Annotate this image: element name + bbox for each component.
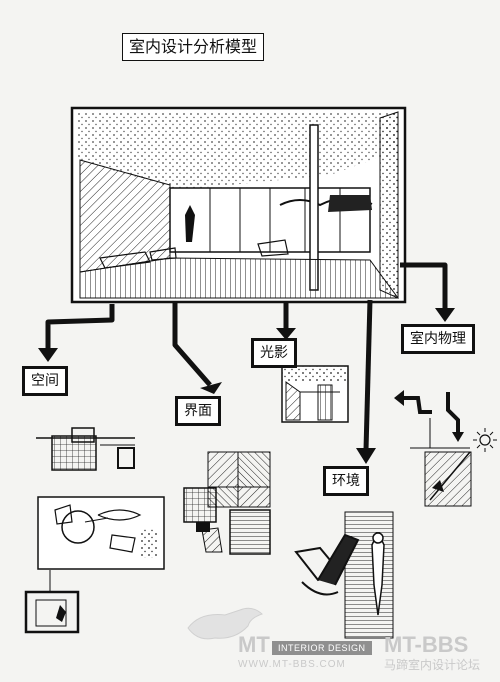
label-indoor-physics-text: 室内物理	[410, 331, 466, 347]
watermark-forum-name: 马蹄室内设计论坛	[384, 656, 480, 673]
light-shadow-sketch	[281, 365, 349, 423]
watermark-badge: INTERIOR DESIGN	[272, 641, 372, 655]
label-light-shadow-text: 光影	[260, 345, 288, 361]
watermark-url-text: WWW.MT-BBS.COM	[238, 659, 346, 670]
label-environment-text: 环境	[332, 473, 360, 489]
page-title: 室内设计分析模型	[122, 33, 265, 61]
space-plan-sketch	[24, 427, 165, 634]
watermark-forum-name-text: 马蹄室内设计论坛	[384, 658, 481, 672]
label-interface-text: 界面	[184, 403, 212, 419]
interface-surface-sketch	[183, 451, 271, 555]
label-interface: 界面	[175, 396, 221, 426]
label-environment: 环境	[323, 466, 369, 496]
environment-sketch	[294, 511, 394, 639]
page-title-text: 室内设计分析模型	[129, 37, 258, 56]
label-space-text: 空间	[31, 373, 59, 389]
watermark-horse-logo	[187, 607, 263, 640]
watermark-badge-text: INTERIOR DESIGN	[278, 643, 366, 653]
label-indoor-physics: 室内物理	[401, 324, 475, 354]
label-space: 空间	[22, 366, 68, 396]
flow-arrows	[45, 262, 448, 451]
arrow-heads	[38, 308, 455, 464]
label-light-shadow: 光影	[251, 338, 297, 368]
watermark-brand-right: MT-BBS	[384, 632, 468, 658]
main-perspective-sketch	[70, 106, 407, 304]
watermark-brand-left-text: MT	[238, 632, 270, 657]
watermark-brand-right-text: MT-BBS	[384, 632, 469, 657]
watermark-url: WWW.MT-BBS.COM	[238, 659, 346, 670]
physical-environment-sketch	[394, 390, 497, 507]
watermark-brand-left: MT	[238, 632, 270, 658]
